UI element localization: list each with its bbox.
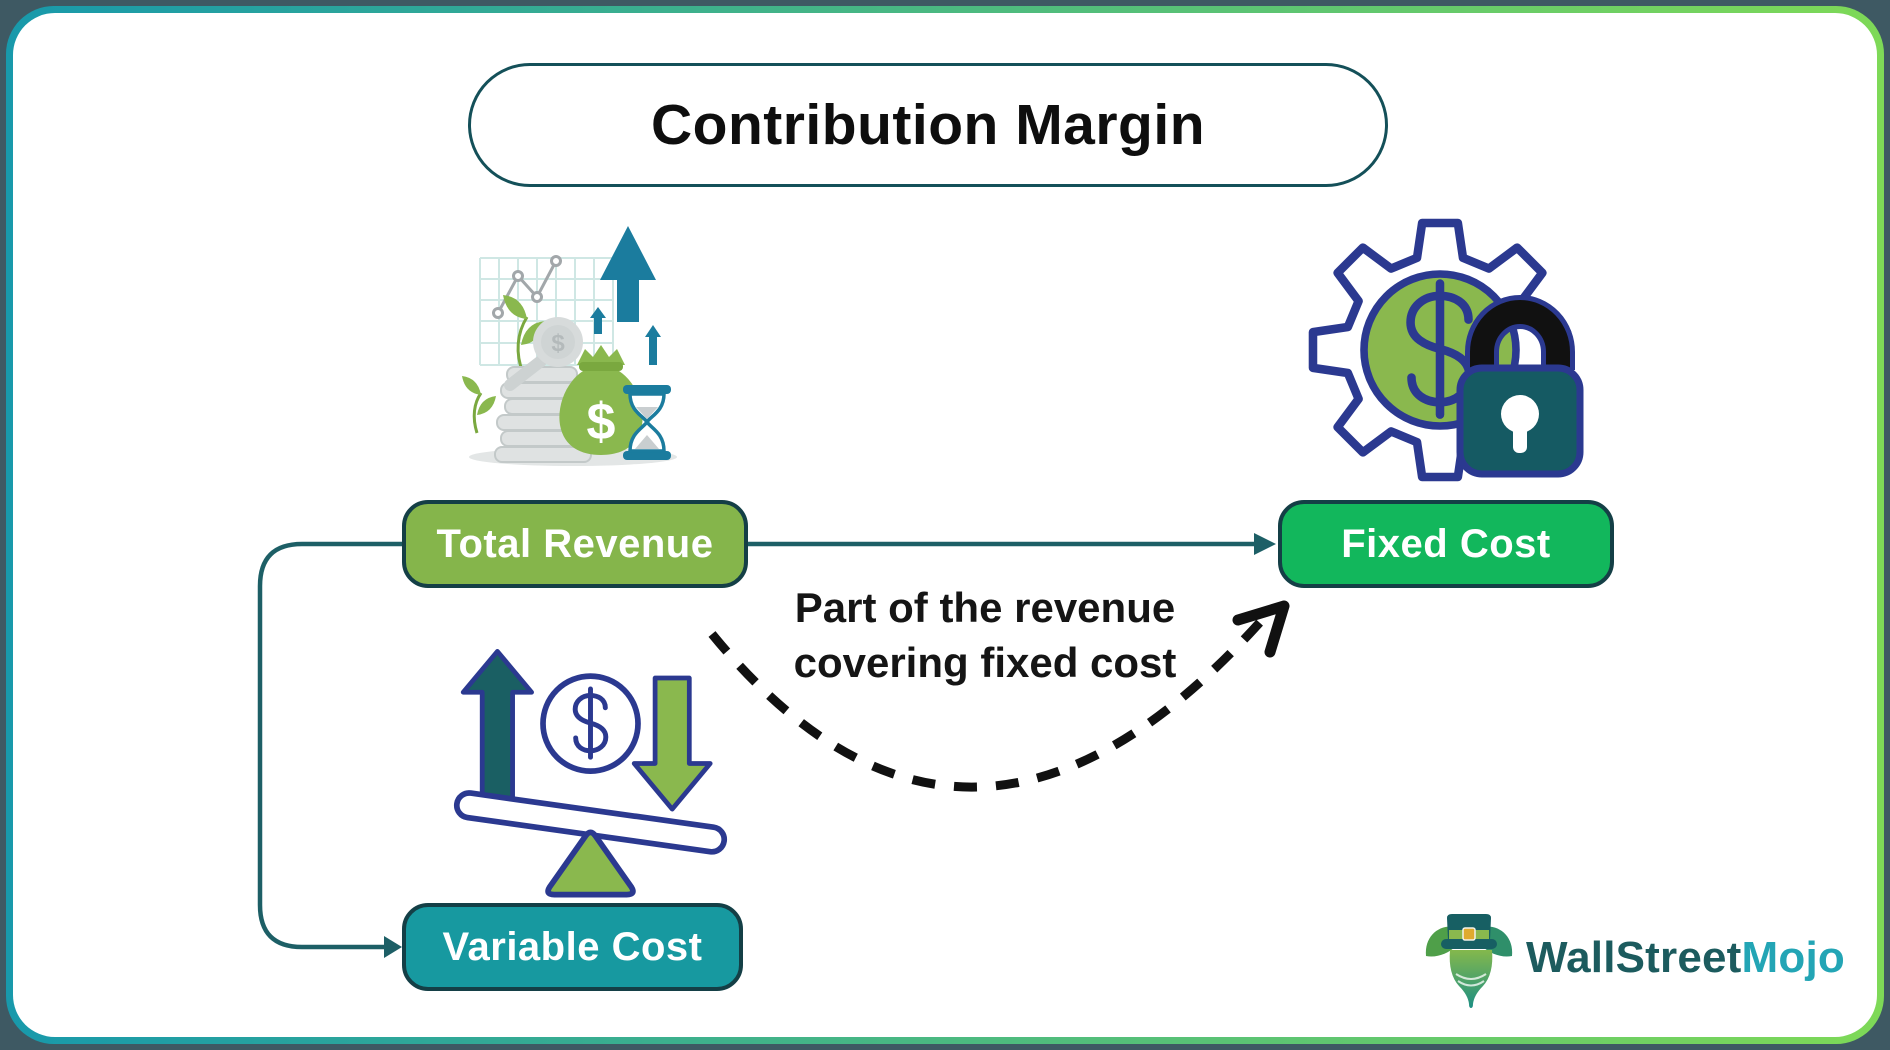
dollar-sign-icon	[572, 686, 609, 760]
wallstreetmojo-bull-logo	[1425, 914, 1513, 1008]
fulcrum-triangle	[545, 829, 636, 898]
arrowhead	[1254, 533, 1276, 555]
node-fixed-cost: Fixed Cost	[1278, 500, 1614, 588]
money-bag-icon: $	[559, 345, 643, 455]
connector-revenue-to-variable	[257, 541, 402, 958]
small-up-arrow	[645, 325, 661, 365]
lock-icon	[1456, 295, 1584, 478]
magnifier-coin-icon: $	[504, 317, 583, 391]
dollar-sign-icon: $	[587, 393, 616, 451]
title-pill: Contribution Margin	[468, 63, 1388, 187]
dollar-sign-icon: $	[551, 330, 565, 357]
balance-scale-illustration	[453, 649, 728, 898]
down-arrow-icon	[631, 675, 713, 812]
dashed-curved-arrow	[708, 600, 1290, 792]
node-variable-cost-label: Variable Cost	[442, 924, 703, 969]
brand-name-wallstreet: WallStreet	[1526, 933, 1742, 982]
small-up-arrow	[590, 307, 606, 334]
up-arrow-icon	[460, 649, 534, 804]
hourglass-icon	[623, 385, 671, 460]
money-growth-illustration: $ $	[462, 226, 677, 466]
node-variable-cost: Variable Cost	[402, 903, 743, 991]
brand-name-mojo: Mojo	[1741, 933, 1845, 982]
arrowhead	[384, 936, 402, 958]
node-total-revenue-label: Total Revenue	[436, 521, 714, 566]
page-title: Contribution Margin	[650, 93, 1206, 157]
node-total-revenue: Total Revenue	[402, 500, 748, 588]
annotation-line-2: covering fixed cost	[793, 639, 1177, 687]
big-up-arrow	[600, 226, 656, 322]
gear-dollar-lock-illustration	[1308, 218, 1584, 482]
connector-revenue-to-fixed	[748, 533, 1276, 555]
annotation-line-1: Part of the revenue	[794, 584, 1176, 631]
annotation-text: Part of the revenue covering fixed cost	[720, 580, 1250, 691]
growth-line-chart	[496, 260, 558, 314]
dollar-sign-icon	[1406, 279, 1474, 419]
node-fixed-cost-label: Fixed Cost	[1341, 521, 1551, 566]
